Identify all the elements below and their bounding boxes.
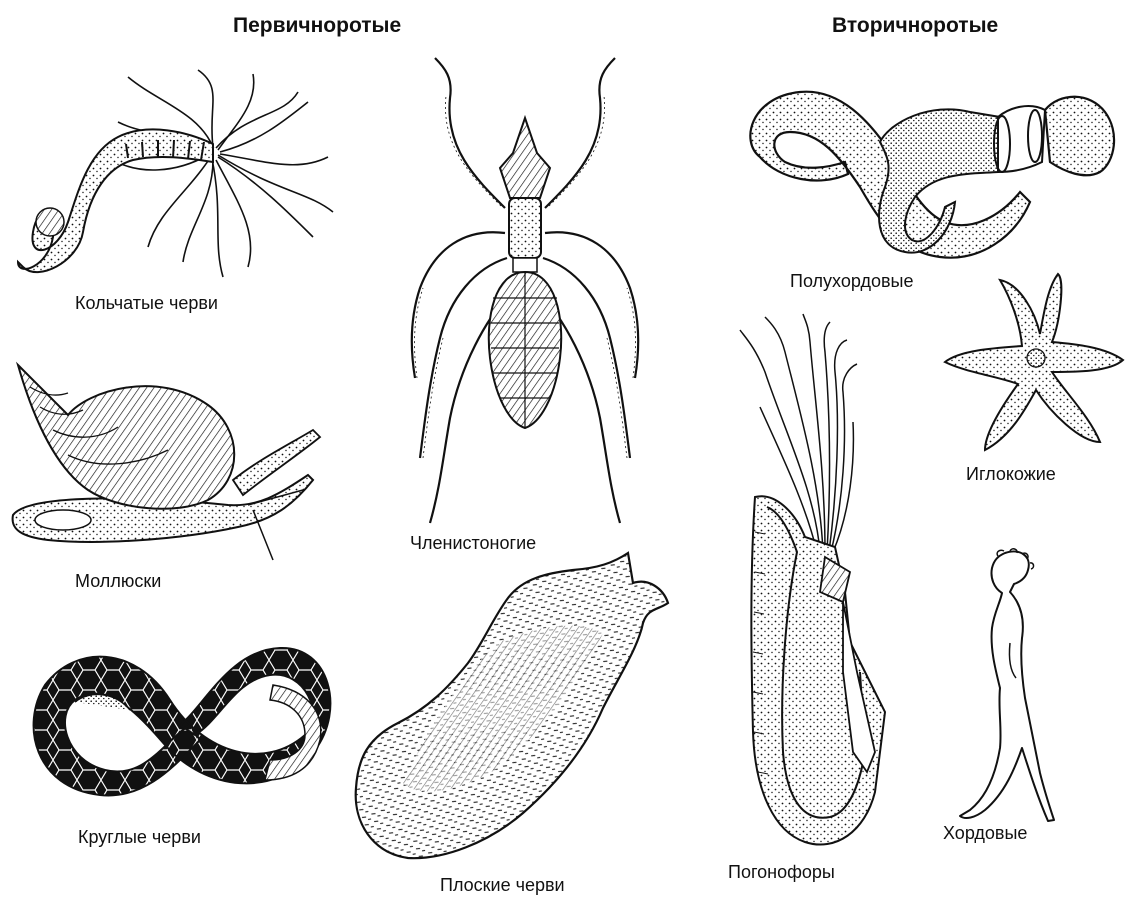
echinoderms-label: Иглокожие [966,464,1056,485]
annelid-illustration [8,62,338,287]
deuterostomes-heading: Вторичноротые [832,14,998,38]
echinoderm-illustration [940,272,1125,452]
protostomes-heading: Первичноротые [233,14,401,38]
annelids-label: Кольчатые черви [75,293,218,314]
pogonophores-label: Погонофоры [728,862,835,883]
roundworm-illustration [5,630,340,805]
molluscs-label: Моллюски [75,571,161,592]
flatworms-label: Плоские черви [440,875,565,896]
mollusc-illustration [8,355,338,565]
pogonophore-illustration [725,312,900,857]
arthropod-illustration [405,58,645,528]
chordate-illustration [950,548,1070,823]
roundworms-label: Круглые черви [78,827,201,848]
chordates-label: Хордовые [943,823,1027,844]
hemichordate-illustration [730,62,1125,267]
hemichordates-label: Полухордовые [790,271,914,292]
flatworm-illustration [348,548,673,863]
